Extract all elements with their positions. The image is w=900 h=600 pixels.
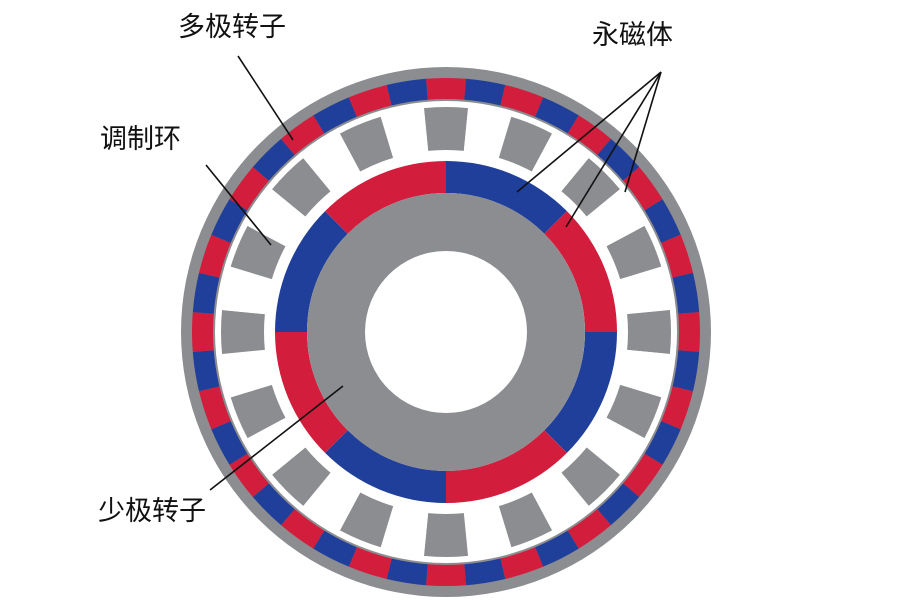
modulation-segment: [247, 189, 306, 247]
modulation-segment: [380, 108, 429, 158]
outer-rotor-magnet-ring: [191, 78, 700, 586]
inner-magnet-pole: [446, 161, 567, 234]
outer-magnet-segment: [567, 115, 611, 155]
outer-magnet-segment: [252, 138, 295, 181]
outer-magnet-segment: [500, 85, 544, 117]
modulation-segment: [339, 492, 394, 548]
outer-magnet-segment: [426, 564, 466, 586]
modulation-segment: [303, 472, 361, 531]
inner-magnet-pole: [325, 430, 446, 503]
outer-magnet-segment: [500, 547, 544, 579]
modulation-segment: [463, 506, 512, 556]
modulation-segment: [561, 447, 620, 506]
outer-magnet-segment: [211, 199, 248, 243]
modulation-segment: [230, 384, 286, 439]
modulation-segment: [586, 417, 645, 475]
outer-magnet-segment: [535, 97, 579, 134]
outer-magnet-segment: [229, 167, 269, 211]
modulation-segment: [627, 309, 672, 355]
inner-rotor-label: 少极转子: [98, 496, 206, 527]
outer-magnet-segment: [211, 421, 248, 465]
modulation-segment: [272, 447, 331, 506]
outer-magnet-segment: [229, 453, 269, 497]
leader-line-magnet-inner: [516, 71, 662, 193]
outer-magnet-segment: [426, 78, 466, 100]
outer-magnet-segment: [192, 272, 220, 314]
leader-line-modulation-ring: [205, 164, 272, 246]
outer-magnet-segment: [348, 547, 392, 579]
permanent-magnet-label: 永磁体: [592, 20, 673, 51]
outer-magnet-segment: [661, 234, 693, 278]
outer-magnet-segment: [623, 167, 663, 211]
modulation-segment: [498, 116, 553, 172]
outer-magnet-segment: [672, 272, 700, 314]
modulation-segment: [222, 266, 272, 315]
inner-magnet-pole: [325, 161, 446, 234]
outer-rotor-label: 多极转子: [178, 12, 286, 43]
shaft-bore: [365, 251, 527, 413]
outer-magnet-segment: [348, 85, 392, 117]
outer-magnet-segment: [661, 386, 693, 430]
outer-magnet-segment: [313, 97, 357, 134]
inner-magnet-pole: [544, 211, 617, 332]
outer-magnet-segment: [623, 453, 663, 497]
outer-magnet-segment: [678, 312, 700, 352]
modulation-segment: [463, 108, 512, 158]
outer-magnet-segment: [672, 350, 700, 392]
modulation-segment: [272, 158, 331, 217]
modulation-segment: [531, 133, 589, 192]
outer-magnet-segment: [386, 558, 428, 586]
modulation-segment: [230, 225, 286, 280]
outer-magnet-segment: [386, 78, 428, 106]
modulation-segment: [303, 133, 361, 192]
outer-magnet-segment: [191, 312, 214, 352]
modulation-segment: [339, 116, 394, 172]
outer-magnet-segment: [464, 78, 506, 106]
outer-magnet-segment: [252, 483, 295, 526]
modulation-segment: [222, 349, 272, 398]
outer-magnet-segment: [281, 509, 325, 549]
modulation-segment: [423, 513, 469, 557]
inner-magnet-pole: [446, 430, 567, 503]
inner-rotor-magnet-ring: [275, 161, 617, 503]
modulation-segment: [606, 225, 662, 280]
modulation-segment: [247, 417, 306, 475]
inner-magnet-pole: [275, 211, 348, 332]
outer-magnet-segment: [199, 234, 231, 278]
modulation-ring-label: 调制环: [100, 124, 181, 155]
outer-magnet-segment: [199, 386, 231, 430]
inner-magnet-pole: [275, 332, 348, 453]
outer-magnet-segment: [313, 530, 357, 567]
outer-magnet-segment: [644, 421, 681, 465]
leader-lines: [205, 55, 662, 491]
inner-magnet-pole: [544, 332, 617, 453]
outer-magnet-segment: [535, 530, 579, 567]
modulation-ring: [221, 106, 672, 557]
modulation-segment: [221, 309, 265, 355]
modulation-segment: [620, 349, 670, 398]
leader-line-inner-rotor: [209, 385, 344, 491]
outer-magnet-segment: [644, 199, 681, 243]
leader-line-outer-rotor: [237, 55, 294, 141]
modulation-segment: [586, 189, 645, 247]
leader-line-magnet-middle: [565, 71, 662, 228]
outer-magnet-segment: [464, 558, 506, 586]
modulation-segment: [498, 492, 553, 548]
outer-magnet-segment: [567, 509, 611, 549]
modulation-segment: [423, 106, 469, 151]
modulation-segment: [620, 266, 670, 315]
modulation-segment: [531, 472, 589, 531]
outer-magnet-segment: [597, 138, 640, 181]
modulation-segment: [606, 384, 662, 439]
outer-magnet-segment: [597, 483, 640, 526]
outer-magnet-segment: [192, 350, 220, 392]
outer-magnet-segment: [281, 115, 325, 155]
modulation-segment: [380, 506, 429, 556]
leader-line-magnet-outer: [624, 71, 662, 193]
